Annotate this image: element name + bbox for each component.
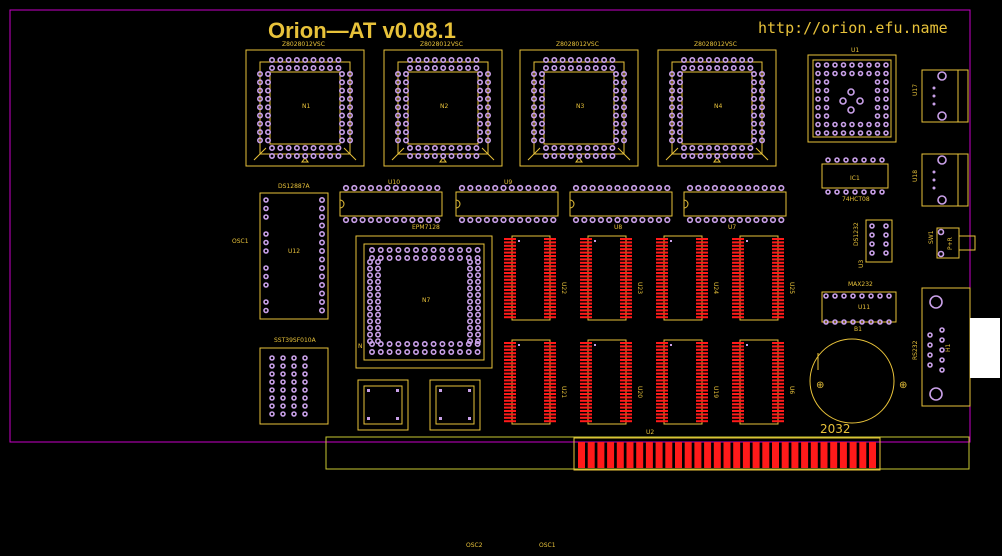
ssop-ref: U20 <box>636 386 643 398</box>
ssop-ref: U21 <box>560 386 567 398</box>
ssop-u21: U21 <box>504 339 567 425</box>
plcc-ref: N2 <box>440 103 448 110</box>
rs232-connector: RS232 H1 <box>912 287 1000 407</box>
plcc-label: Z8028012VSC <box>420 41 463 48</box>
flash-label: SST39SF010A <box>274 337 317 344</box>
sw1-pins: P+R <box>947 237 954 250</box>
sw1-switch: SW1 P+R <box>928 227 976 259</box>
ds1232-label: DS1232 <box>853 222 860 246</box>
plcc-label: Z8028012VSC <box>282 41 325 48</box>
rtc-label: DS12887A <box>278 183 311 190</box>
battery-minus-plus: ⊕ <box>899 380 907 391</box>
dip-ref: U10 <box>388 179 400 186</box>
plcc-socket-n3: Z8028012VSC N3 <box>519 41 639 167</box>
plcc-ref: N4 <box>714 103 722 110</box>
ssop-ref: U23 <box>636 282 643 294</box>
isa-edge-connector: U2 <box>573 429 881 471</box>
osc2-label: OSC2 <box>466 542 483 549</box>
u18-ref: U18 <box>912 170 919 182</box>
ssop-ref: U25 <box>788 282 795 294</box>
plcc-ref: N3 <box>576 103 584 110</box>
u18-connector: U18 <box>912 153 969 207</box>
ds1232-chip: DS1232 U3 <box>853 219 893 268</box>
h1-ref: H1 <box>945 343 952 352</box>
cpld-label: EPM7128 <box>412 224 440 231</box>
osc1-label: OSC1 <box>232 238 249 245</box>
dip-ref: U9 <box>504 179 512 186</box>
plcc-socket-n4: Z8028012VSC N4 <box>657 41 777 167</box>
plcc-label: Z8028012VSC <box>694 41 737 48</box>
cpld-ref: N7 <box>422 297 430 304</box>
ssop-ref: U22 <box>560 282 567 294</box>
board-title: Orion—AT v0.08.1 <box>268 18 456 43</box>
isa-connector-outline <box>325 436 970 470</box>
ssop-u23: U23 <box>580 235 643 321</box>
max232-ref: U11 <box>858 304 870 311</box>
cpld-socket: EPM7128 N7 N <box>355 224 493 369</box>
u1-socket: U1 <box>807 47 897 143</box>
cpld-pin1: N <box>358 343 363 350</box>
ssop-u6: U6 <box>732 339 795 425</box>
board-url: http://orion.efu.name <box>758 19 948 37</box>
dip-ref: U8 <box>614 224 622 231</box>
edge-ref: U2 <box>646 429 654 436</box>
plcc-label: Z8028012VSC <box>556 41 599 48</box>
u17-connector: U17 <box>912 69 969 123</box>
max232-chip: MAX232 U11 <box>821 281 897 325</box>
dip-u7: U7 <box>683 184 787 231</box>
ssop-u20: U20 <box>580 339 643 425</box>
small-socket-left <box>357 379 409 431</box>
battery-label: 2032 <box>820 422 851 436</box>
u17-ref: U17 <box>912 84 919 96</box>
rtc-ref: U12 <box>288 248 300 255</box>
dip-ref: U7 <box>728 224 736 231</box>
ssop-ref: U19 <box>712 386 719 398</box>
ssop-u19: U19 <box>656 339 719 425</box>
ic1-label: 74HCT08 <box>842 196 870 203</box>
ssop-u22: U22 <box>504 235 567 321</box>
sw1-ref: SW1 <box>928 230 935 244</box>
rs232-shell <box>970 318 1000 378</box>
plcc-socket-n1: Z8028012VSC N1 <box>245 41 365 167</box>
plcc-socket-n2: Z8028012VSC N2 <box>383 41 503 167</box>
small-socket-right <box>429 379 481 431</box>
battery-holder: B1 ⊕ ⊕ 2032 <box>809 326 907 436</box>
ssop-ref: U24 <box>712 282 719 294</box>
u1-ref: U1 <box>851 47 859 54</box>
max232-label: MAX232 <box>848 281 873 288</box>
plcc-socket-group: Z8028012VSCN1Z8028012VSCN2Z8028012VSCN3Z… <box>245 41 777 167</box>
ic1-ref: IC1 <box>850 175 860 182</box>
dip-u9: U9 <box>455 179 559 224</box>
ic1-chip: IC1 74HCT08 <box>821 157 889 203</box>
board-outline <box>9 9 971 443</box>
ds1232-ref: U3 <box>858 260 865 268</box>
dip-u8: U8 <box>569 184 673 231</box>
dip-u10: U10 <box>339 179 443 224</box>
battery-ref: B1 <box>854 326 862 333</box>
rtc-chip: DS12887A U12 OSC1 <box>232 183 329 320</box>
battery-plus: ⊕ <box>816 380 824 391</box>
osc1-bottom-label: OSC1 <box>539 542 556 549</box>
rs232-ref: RS232 <box>912 340 919 360</box>
ssop-u24: U24 <box>656 235 719 321</box>
flash-socket: SST39SF010A <box>259 337 329 425</box>
ssop-u25: U25 <box>732 235 795 321</box>
plcc-ref: N1 <box>302 103 310 110</box>
ssop-ref: U6 <box>788 386 795 394</box>
